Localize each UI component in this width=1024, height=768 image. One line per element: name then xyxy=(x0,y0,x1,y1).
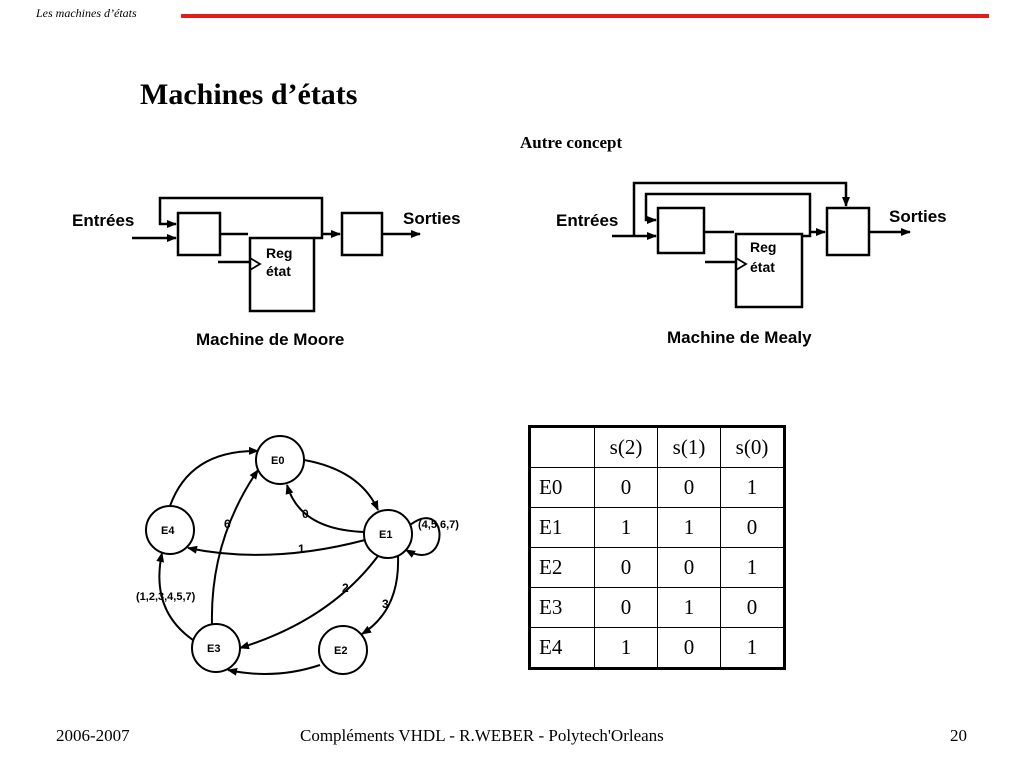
moore-diagram xyxy=(132,196,421,313)
table-cell: E0 xyxy=(529,467,595,508)
mealy-diagram xyxy=(612,181,911,309)
mealy-outputs-label: Sorties xyxy=(889,207,947,226)
edge-label-e1-e2: 3 xyxy=(382,597,389,611)
table-cell: 1 xyxy=(720,467,785,508)
table-cell: 0 xyxy=(657,467,721,508)
edge-e1-e2 xyxy=(361,555,400,635)
table-cell: 0 xyxy=(594,587,658,628)
moore-state-label: état xyxy=(266,263,291,279)
slide-title: Machines d’états xyxy=(140,78,358,111)
state-label-e0: E0 xyxy=(271,455,284,467)
moore-output-block xyxy=(340,211,384,257)
edge-label-e1-e0: 0 xyxy=(302,507,309,521)
state-e1 xyxy=(363,509,413,559)
output-table: s(2) s(1) s(0) E0 0 0 1 E1 1 1 0 E2 0 0 … xyxy=(528,425,786,670)
edge-e4-e0 xyxy=(169,446,259,507)
table-row: E2 0 0 1 xyxy=(529,547,785,588)
header-title: Les machines d’états xyxy=(36,6,137,20)
mealy-reg-label: Reg xyxy=(750,239,776,255)
state-label-e2: E2 xyxy=(334,645,347,657)
footer-course: Compléments VHDL - R.WEBER - Polytech'Or… xyxy=(300,726,664,745)
table-cell: 1 xyxy=(720,627,785,669)
table-cell: 1 xyxy=(594,627,658,669)
table-cell: 1 xyxy=(657,587,721,628)
table-cell: 1 xyxy=(720,547,785,588)
table-cell: 0 xyxy=(720,507,785,548)
table-cell: 0 xyxy=(594,547,658,588)
state-label-e1: E1 xyxy=(379,529,392,541)
table-header-cell: s(1) xyxy=(657,426,721,468)
table-row: E4 1 0 1 xyxy=(529,627,785,669)
moore-reg-label: Reg xyxy=(266,245,292,261)
edge-e3-e0 xyxy=(210,469,259,625)
edge-label-e3-e4: (1,2,3,4,5,7) xyxy=(136,591,196,603)
state-label-e3: E3 xyxy=(207,643,220,655)
table-cell: 1 xyxy=(657,507,721,548)
mealy-output-block xyxy=(825,206,871,257)
mealy-state-label: état xyxy=(750,259,775,275)
table-cell: 0 xyxy=(720,587,785,628)
table-row: E1 1 1 0 xyxy=(529,507,785,548)
table-cell: E1 xyxy=(529,507,595,548)
edge-e1-e0 xyxy=(285,484,366,533)
mealy-inputs-label: Entrées xyxy=(556,211,618,230)
moore-caption: Machine de Moore xyxy=(196,330,344,349)
table-cell: 0 xyxy=(657,547,721,588)
edge-label-e3-e0: 6 xyxy=(224,517,231,531)
footer-page-number: 20 xyxy=(950,726,967,745)
table-header-cell: s(0) xyxy=(720,426,785,468)
table-cell: E2 xyxy=(529,547,595,588)
state-label-e4: E4 xyxy=(161,525,175,537)
edge-e1-e4 xyxy=(187,539,366,556)
table-row: E0 0 0 1 xyxy=(529,467,785,508)
edge-e1-e3 xyxy=(239,555,379,650)
table-cell: 0 xyxy=(594,467,658,508)
slide-subtitle: Autre concept xyxy=(520,133,623,152)
moore-outputs-label: Sorties xyxy=(403,209,461,228)
table-header-row: s(2) s(1) s(0) xyxy=(529,426,785,468)
mealy-logic-block xyxy=(656,206,706,255)
state-e2 xyxy=(318,625,368,675)
state-graph xyxy=(145,435,441,676)
edge-e2-e3 xyxy=(227,664,321,676)
moore-reg-block xyxy=(248,236,316,313)
mealy-caption: Machine de Mealy xyxy=(667,328,812,347)
moore-inputs-label: Entrées xyxy=(72,211,134,230)
table-header-cell: s(2) xyxy=(594,426,658,468)
table-cell: 1 xyxy=(594,507,658,548)
table-cell: E4 xyxy=(529,627,595,669)
moore-logic-block xyxy=(176,211,222,257)
table-row: E3 0 1 0 xyxy=(529,587,785,628)
mealy-reg-block xyxy=(734,232,804,309)
edge-label-e1-e4: 1 xyxy=(298,542,305,556)
edge-label-e1-e3: 2 xyxy=(342,581,349,595)
edge-e1-self xyxy=(405,517,441,558)
table-cell: E3 xyxy=(529,587,595,628)
table-cell: 0 xyxy=(657,627,721,669)
edge-label-e1-self: (4,5,6,7) xyxy=(418,519,459,531)
edge-e3-e4 xyxy=(156,552,194,641)
header-rule xyxy=(181,14,989,18)
table-header-cell xyxy=(529,426,595,468)
edge-e0-e1 xyxy=(303,459,379,511)
footer-date: 2006-2007 xyxy=(56,726,130,745)
